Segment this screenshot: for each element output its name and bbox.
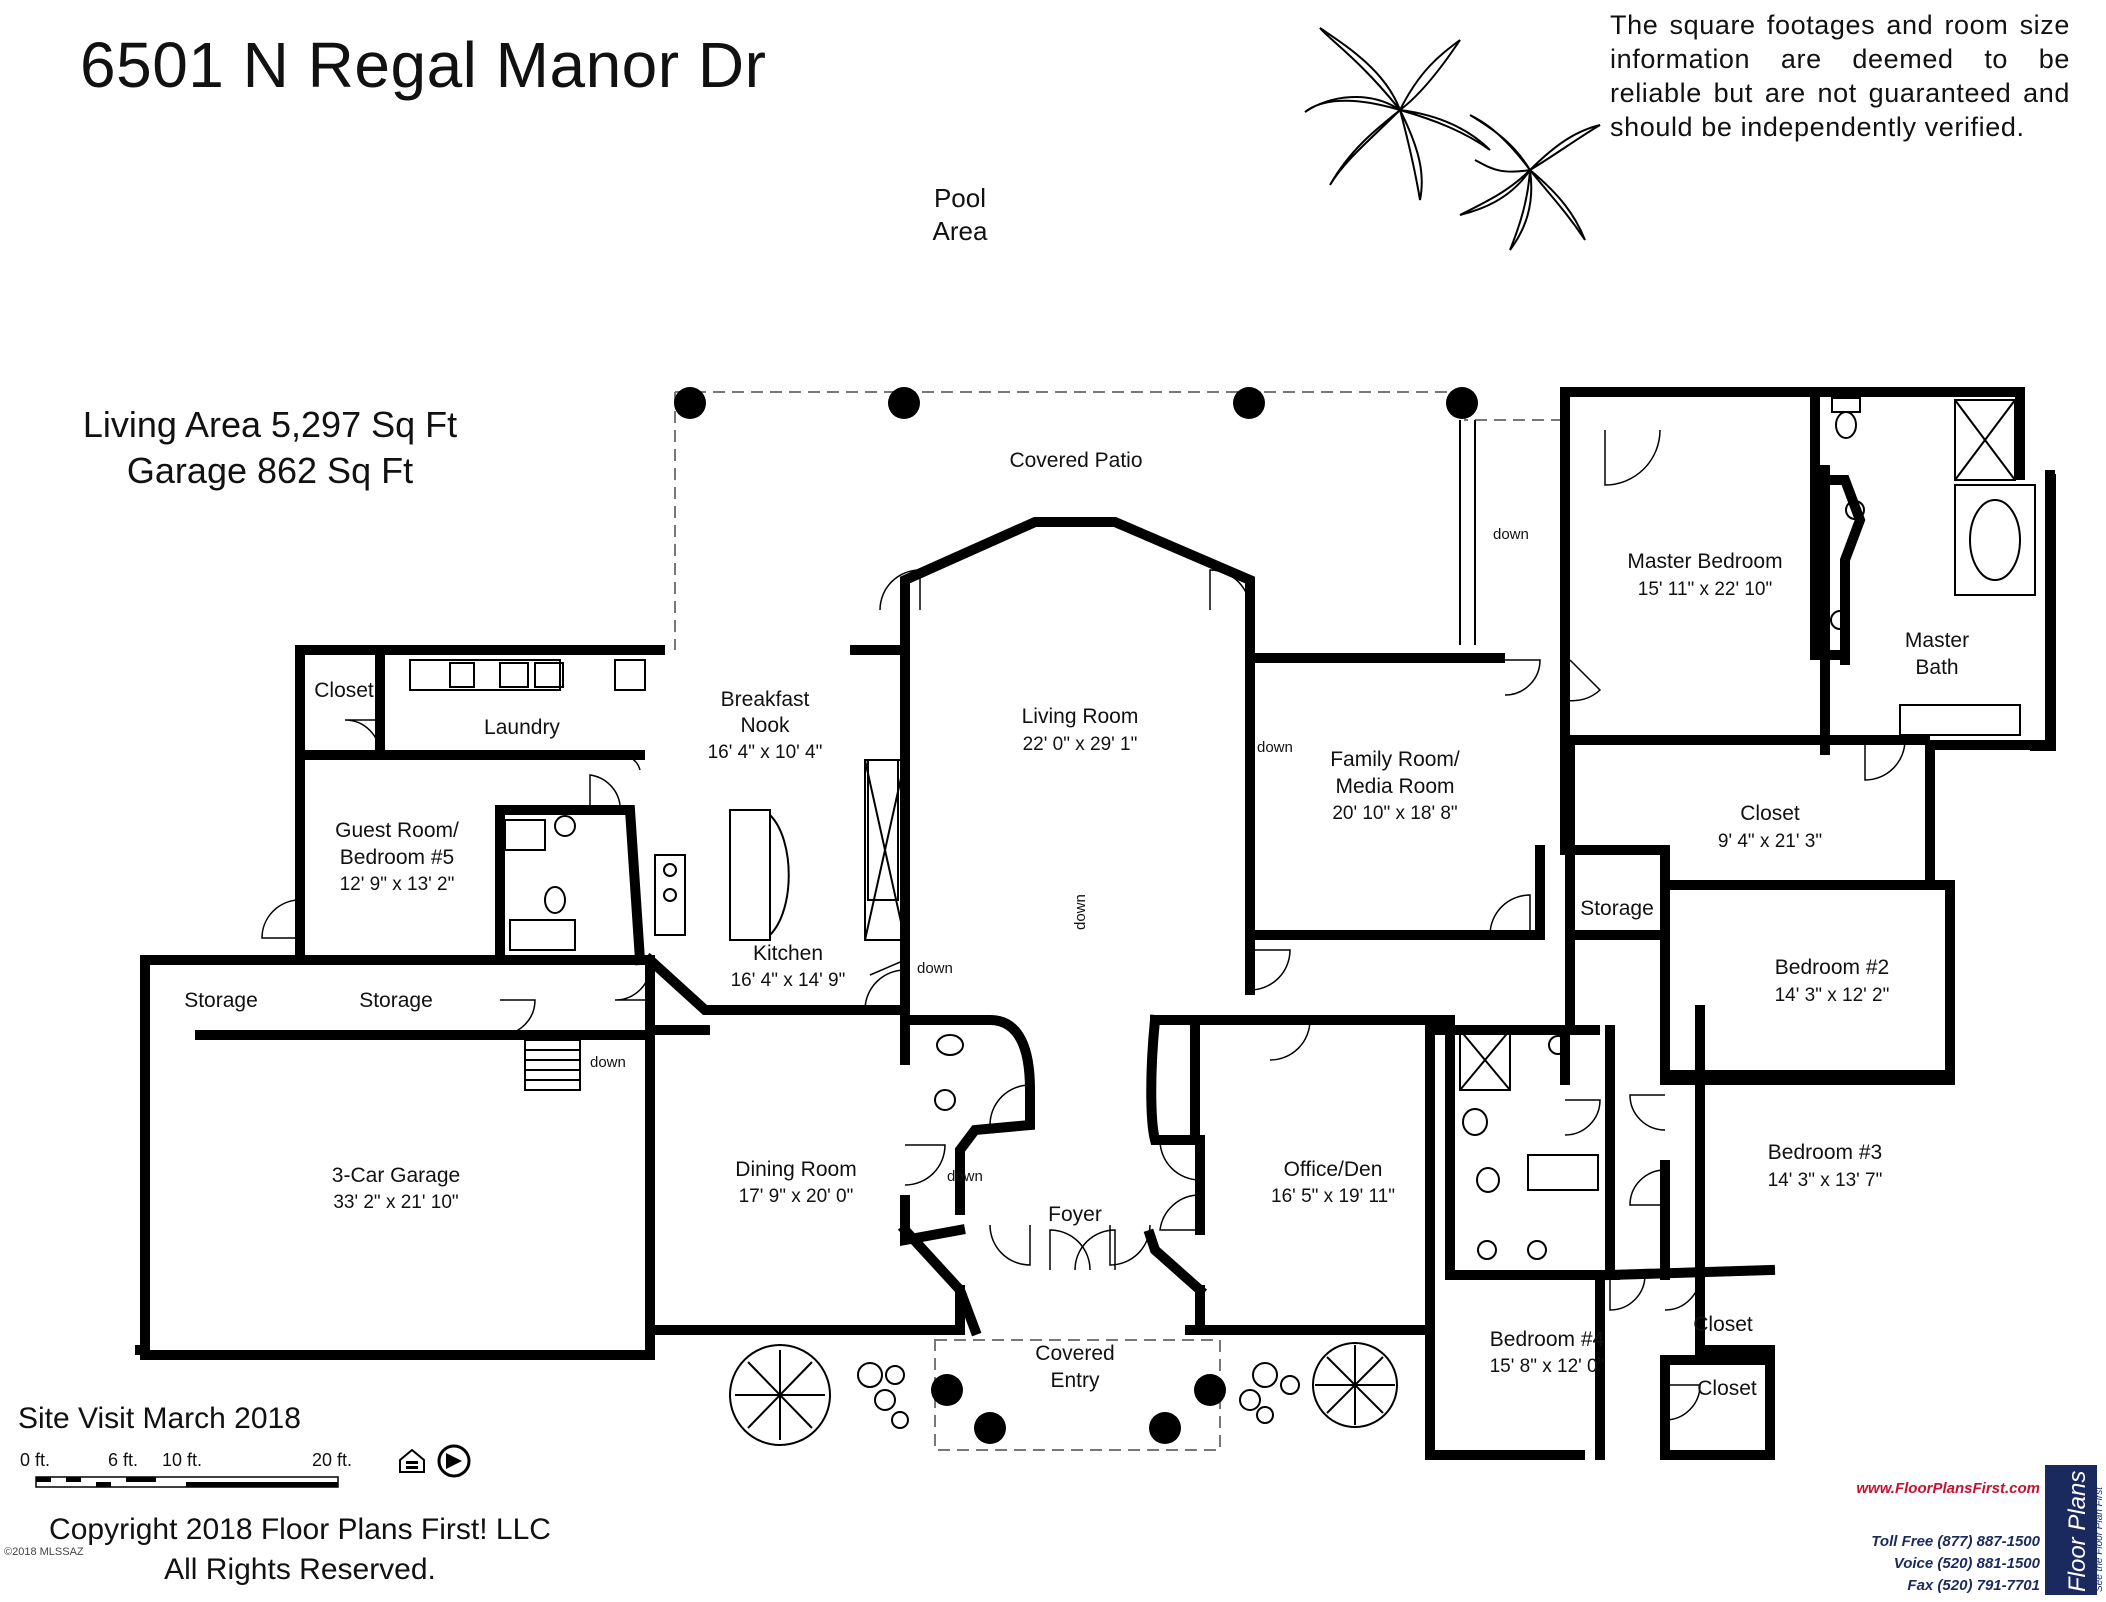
mls-watermark: ©2018 MLSSAZ <box>4 1546 84 1558</box>
closet-west-label: Closet <box>314 679 374 702</box>
covered-entry-label-1: Covered <box>1035 1342 1114 1365</box>
company-logo: Floor Plans First! See the Floor Plan Fi… <box>2045 1410 2105 1595</box>
garage-dim: 33' 2" x 21' 10" <box>333 1192 458 1213</box>
pool-area-label: Pool Area <box>900 182 1020 248</box>
breakfast-nook-label-2: Nook <box>740 714 790 737</box>
garage-stairs <box>524 1039 581 1091</box>
room-labels: Covered Patio Closet Laundry Breakfast N… <box>184 449 1969 1400</box>
property-address: 6501 N Regal Manor Dr <box>80 29 767 101</box>
covered-entry-label-2: Entry <box>1050 1369 1100 1392</box>
storage-1-label: Storage <box>184 989 258 1012</box>
bedroom3-dim: 14' 3" x 13' 7" <box>1768 1170 1883 1191</box>
scale-label-6: 6 ft. <box>108 1450 138 1470</box>
door-swings <box>261 429 1906 1421</box>
interior-walls <box>195 387 1955 1460</box>
scale-bar: 0 ft. 6 ft. 10 ft. 20 ft. <box>20 1450 352 1488</box>
bedroom4-bath-fixtures <box>1459 1029 1599 1260</box>
covered-patio-label: Covered Patio <box>1009 449 1142 472</box>
copyright-block: Copyright 2018 Floor Plans First! LLC Al… <box>10 1510 590 1590</box>
down-label-4: down <box>590 1054 626 1071</box>
scale-label-20: 20 ft. <box>312 1450 352 1470</box>
breakfast-nook-label-1: Breakfast <box>721 688 810 711</box>
copyright-line1: Copyright 2018 Floor Plans First! LLC <box>49 1513 551 1546</box>
down-label-5: down <box>947 1168 983 1185</box>
step-down-labels: down down down down down down <box>590 526 1529 1185</box>
scale-label-0: 0 ft. <box>20 1450 50 1470</box>
master-closet-label: Closet <box>1740 802 1800 825</box>
closet-se2-label: Closet <box>1697 1377 1757 1400</box>
kitchen-fixtures <box>409 659 906 951</box>
master-bath-label-1: Master <box>1905 629 1969 652</box>
north-arrow-icon <box>437 1444 471 1478</box>
patio-columns <box>674 387 1478 419</box>
logo-tagline: See the Floor Plan First <box>2094 1486 2105 1592</box>
pool-label-line2: Area <box>932 216 988 246</box>
kitchen-dim: 16' 4" x 14' 9" <box>731 970 846 991</box>
master-bedroom-dim: 15' 11" x 22' 10" <box>1638 579 1772 600</box>
logo-text: Floor Plans First! <box>2064 1410 2091 1592</box>
bedroom2-label: Bedroom #2 <box>1775 956 1889 979</box>
garage-label: 3-Car Garage <box>332 1164 460 1187</box>
office-label: Office/Den <box>1284 1158 1383 1181</box>
dining-room-label: Dining Room <box>735 1158 856 1181</box>
disclaimer-text: The square footages and room size inform… <box>1610 10 2070 142</box>
bedroom3-label: Bedroom #3 <box>1768 1141 1882 1164</box>
foyer-label: Foyer <box>1048 1203 1102 1226</box>
powder-room-fixtures <box>934 1034 964 1111</box>
storage-2-label: Storage <box>359 989 433 1012</box>
living-room-walls <box>900 517 1255 655</box>
bedroom2-dim: 14' 3" x 12' 2" <box>1775 985 1890 1006</box>
company-website-link[interactable]: www.FloorPlansFirst.com <box>1856 1480 2040 1497</box>
guest-room-label-2: Bedroom #5 <box>340 846 454 869</box>
dining-room-dim: 17' 9" x 20' 0" <box>739 1186 854 1207</box>
laundry-label: Laundry <box>484 716 560 739</box>
down-label-6: down <box>1072 894 1089 930</box>
down-label-3: down <box>917 960 953 977</box>
covered-patio-outline <box>674 391 1565 650</box>
breakfast-nook-dim: 16' 4" x 10' 4" <box>708 742 823 763</box>
area-stats: Living Area 5,297 Sq Ft Garage 862 Sq Ft <box>60 402 480 494</box>
office-dim: 16' 5" x 19' 11" <box>1271 1186 1395 1207</box>
master-bath-fixtures <box>1815 397 2056 751</box>
down-label-1: down <box>1493 526 1529 543</box>
kitchen-label: Kitchen <box>753 942 823 965</box>
master-bath-label-2: Bath <box>1915 656 1958 679</box>
pool-label-line1: Pool <box>933 183 987 213</box>
fax-number: Fax (520) 791-7701 <box>1907 1577 2040 1594</box>
family-room-label-1: Family Room/ <box>1330 748 1460 771</box>
living-room-label: Living Room <box>1022 705 1139 728</box>
entry-columns <box>931 1339 1226 1451</box>
family-room-label-2: Media Room <box>1335 775 1454 798</box>
guest-room-label-1: Guest Room/ <box>335 819 459 842</box>
storage-east-label: Storage <box>1580 897 1654 920</box>
garage-area-text: Garage 862 Sq Ft <box>126 450 414 491</box>
toll-free-phone: Toll Free (877) 887-1500 <box>1871 1533 2040 1550</box>
voice-phone: Voice (520) 881-1500 <box>1893 1555 2040 1572</box>
master-closet-dim: 9' 4" x 21' 3" <box>1718 831 1822 852</box>
guest-room-dim: 12' 9" x 13' 2" <box>340 874 455 895</box>
site-visit-text: Site Visit March 2018 <box>18 1402 301 1435</box>
closet-se1-label: Closet <box>1693 1313 1753 1336</box>
bedroom4-dim: 15' 8" x 12' 0" <box>1490 1356 1605 1377</box>
scale-label-10: 10 ft. <box>162 1450 202 1470</box>
shrub-icon <box>729 1342 1398 1446</box>
living-room-dim: 22' 0" x 29' 1" <box>1023 734 1138 755</box>
family-room-dim: 20' 10" x 18' 8" <box>1332 803 1457 824</box>
equal-housing-icon <box>399 1448 425 1473</box>
bedroom4-label: Bedroom #4 <box>1490 1328 1605 1351</box>
master-bedroom-label: Master Bedroom <box>1627 550 1782 573</box>
palm-tree-icon <box>1304 27 1601 251</box>
copyright-line2: All Rights Reserved. <box>164 1553 436 1586</box>
down-label-2: down <box>1257 739 1293 756</box>
living-area-text: Living Area 5,297 Sq Ft <box>82 404 458 445</box>
